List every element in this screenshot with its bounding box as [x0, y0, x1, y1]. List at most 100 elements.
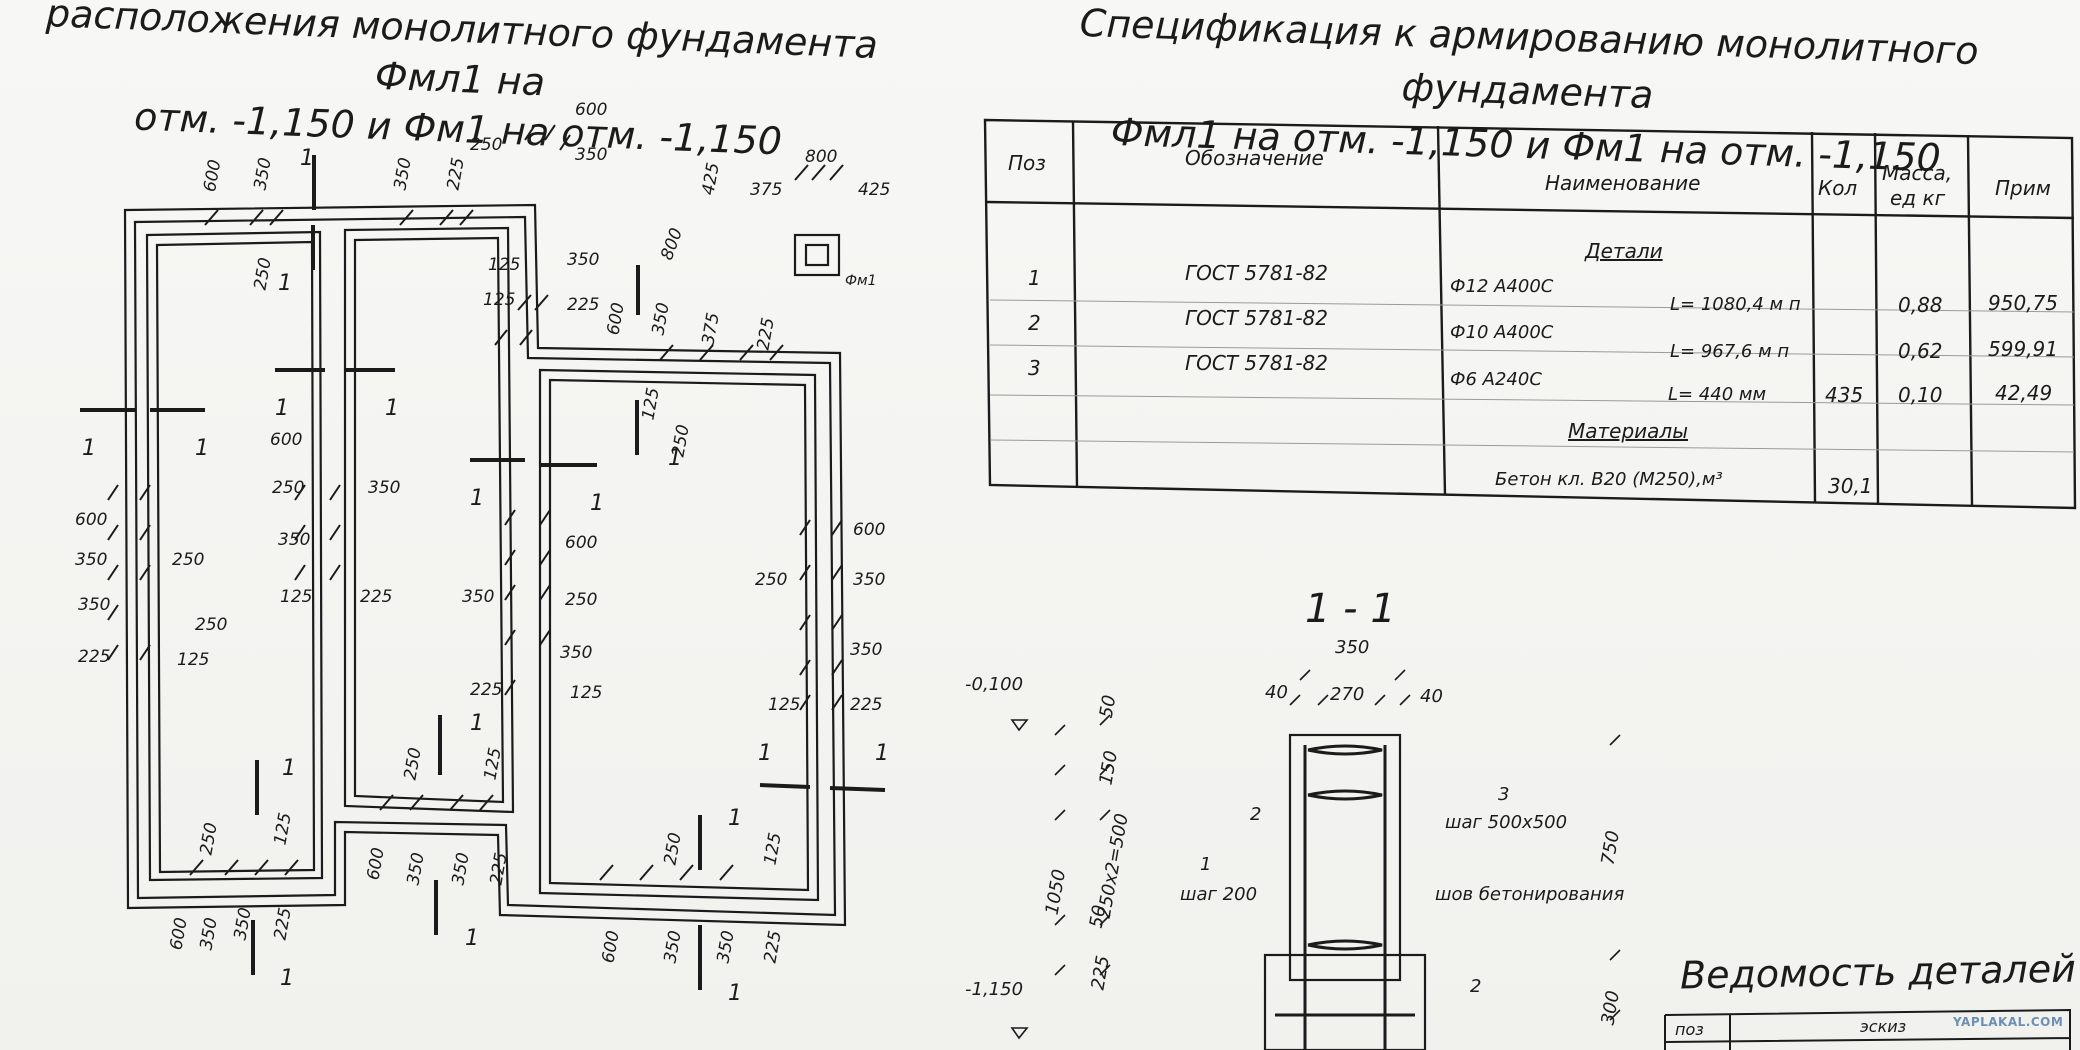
dim-label: 800 — [805, 147, 837, 167]
dim-label: 600 — [603, 301, 628, 336]
spec-row2-note: 599,91 — [1988, 337, 2058, 361]
dim-label: 225 — [270, 906, 295, 941]
spec-col-3 — [1810, 131, 1817, 503]
spec-section-details: Детали — [1584, 239, 1663, 263]
dim-label: 250 — [195, 615, 227, 635]
dim-label: 350 — [78, 595, 110, 615]
dim-label: 350 — [250, 156, 275, 191]
vedomost-table — [1664, 1008, 2071, 1050]
section-marker-label: 1 — [470, 486, 484, 511]
plan-labels: Фм1 600 350 350 225 250 350 600 375 800 … — [75, 100, 890, 965]
plan-section-markers — [80, 155, 886, 990]
dim-label: 225 — [753, 316, 778, 351]
plan-inner-right-2 — [548, 378, 810, 892]
dim-label: 600 — [575, 100, 607, 120]
spec-row2-name: Ф10 А400С — [1450, 322, 1554, 343]
section-marker-label: 1 — [470, 711, 484, 736]
dim-label: 425 — [698, 161, 723, 196]
section-joint: шов бетонирования — [1435, 884, 1624, 905]
plan-inner-mid — [343, 226, 515, 814]
spec-table — [983, 118, 2077, 510]
dim-label: 125 — [483, 290, 515, 310]
spec-col-2 — [1436, 125, 1447, 496]
spec-col-1 — [1071, 120, 1079, 488]
section-dim-300: 300 — [1597, 989, 1624, 1026]
section-wall — [1288, 733, 1402, 982]
dim-label: 375 — [698, 311, 723, 346]
fm1-box — [793, 233, 841, 277]
dim-label: 125 — [638, 386, 663, 421]
section-marker-label: 1 — [275, 396, 289, 421]
plan-inner-left-2 — [155, 240, 316, 874]
section-dim-150: 150 — [1095, 749, 1122, 786]
dim-label: 350 — [75, 550, 107, 570]
plan-inner-right — [538, 368, 820, 902]
plan-outer-outline — [123, 203, 847, 927]
dim-label: 250 — [196, 821, 221, 856]
section-dim-270: 270 — [1330, 684, 1364, 705]
dim-label: 350 — [368, 478, 400, 498]
spec-header-qty: Кол — [1818, 176, 1857, 200]
section-footing — [1263, 953, 1427, 1050]
dim-label: 600 — [166, 916, 191, 951]
section-1-1-text: 1 - 1 -0,100 -1,150 350 40 270 40 50 150… — [965, 586, 1624, 1027]
dim-label: 250 — [250, 256, 275, 291]
dim-label: 125 — [760, 831, 785, 866]
spec-header-designation: Обозначение — [1185, 146, 1324, 170]
spec-header-line — [986, 200, 2075, 220]
section-title: 1 - 1 — [1305, 586, 1396, 632]
spec-table-text: Поз Обозначение Наименование Кол Масса, … — [1008, 146, 2058, 498]
dim-label: 350 — [196, 916, 221, 951]
dim-label: 350 — [575, 145, 607, 165]
section-marker-label: 1 — [385, 396, 399, 421]
spec-header-name: Наименование — [1545, 171, 1700, 195]
dim-label: 600 — [363, 846, 388, 881]
spec-section-materials: Материалы — [1568, 419, 1688, 443]
dim-label: 250 — [470, 135, 502, 155]
dim-label: 225 — [760, 929, 785, 964]
spec-row1-length: L= 1080,4 м п — [1670, 294, 1801, 315]
section-dim-250x2: 250х2=500 — [1094, 812, 1133, 920]
section-dim-1050: 1050 — [1042, 868, 1071, 917]
vedomost-col-sketch: эскиз — [1860, 1017, 1906, 1036]
fm1-box-inner — [804, 243, 830, 267]
dim-label: 350 — [648, 301, 673, 336]
dim-label: 600 — [598, 929, 623, 964]
spec-row3-note: 42,49 — [1995, 381, 2052, 405]
vedomost-title: Ведомость деталей — [1679, 946, 2077, 998]
dim-label: 350 — [850, 640, 882, 660]
section-marker-label: 1 — [728, 806, 742, 831]
spec-row3-qty: 435 — [1825, 383, 1863, 407]
plan-marker-numbers: 1 1 1 1 1 1 1 1 1 1 1 1 1 1 1 1 1 — [82, 146, 889, 1006]
spec-row2-mass: 0,62 — [1898, 339, 1943, 363]
dim-label: 600 — [565, 533, 597, 553]
dim-label: 225 — [567, 295, 599, 315]
section-dim-40a: 40 — [1265, 682, 1288, 703]
watermark: YAPLAKAL.COM — [1953, 1015, 2064, 1029]
section-label-1: 1 — [1200, 854, 1211, 875]
dim-label: 225 — [850, 695, 882, 715]
dim-label: 125 — [570, 683, 602, 703]
spec-header-mass-2: ед кг — [1890, 186, 1946, 210]
section-marker-label: 1 — [875, 741, 889, 766]
dim-label: 250 — [400, 746, 425, 781]
section-marker-label: 1 — [728, 981, 742, 1006]
section-level-top: -0,100 — [965, 674, 1023, 695]
spec-row2-length: L= 967,6 м п — [1670, 341, 1789, 362]
section-dim-50b: 50 — [1086, 903, 1111, 929]
dim-label: 600 — [853, 520, 885, 540]
spec-row3-pos: 3 — [1028, 356, 1041, 380]
dim-label: 350 — [853, 570, 885, 590]
dim-label: 225 — [443, 156, 468, 191]
dim-label: 125 — [280, 587, 312, 607]
dim-label: 350 — [403, 851, 428, 886]
spec-row2-pos: 2 — [1028, 311, 1041, 335]
dim-label: 125 — [270, 811, 295, 846]
spec-col-4 — [1873, 132, 1880, 504]
section-label-3: 3 — [1498, 784, 1509, 805]
vedomost-col-pos: поз — [1675, 1020, 1704, 1039]
plan-inner-left — [145, 230, 324, 882]
section-label-2a: 2 — [1250, 804, 1261, 825]
section-marker-label: 1 — [590, 491, 604, 516]
